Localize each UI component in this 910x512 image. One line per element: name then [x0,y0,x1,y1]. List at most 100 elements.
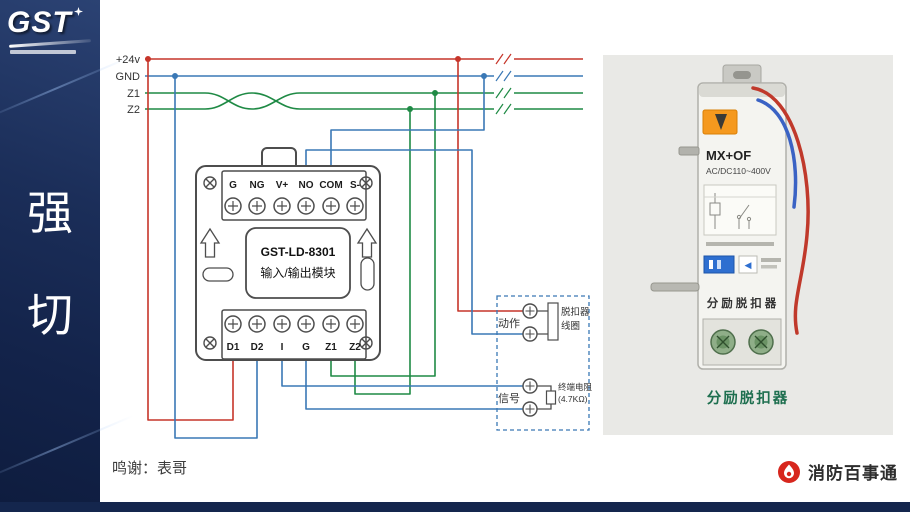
junction-dot [145,56,151,62]
shunt-trip-device: MX+OF AC/DC110~400V ◀ 分励脱扣器 [650,64,810,407]
junction-dot [481,73,487,79]
terminal-screw-icon [522,378,538,394]
screw-icon [203,176,217,190]
action-label: 动作 [498,317,520,330]
terminal-screw-icon [322,197,340,215]
wire-z2-to-module [354,109,411,395]
coil-label-2: 线圈 [561,320,580,332]
photo-caption: 分励脱扣器 [707,389,790,407]
left-banner: GST 强 切 [0,0,134,512]
terminal-label: Z1 [325,342,337,353]
coil-label-1: 脱扣器 [561,306,590,318]
device-body-text: 分励脱扣器 [707,296,780,310]
terminal-label: NG [250,180,265,191]
coil-symbol [547,302,559,341]
blue-wire [756,98,798,209]
up-arrow-icon [356,227,378,258]
resistor-label-2: (4.7KΩ) [558,394,588,404]
terminal-label: I [281,342,284,353]
terminal-label: G [229,180,237,191]
bus-break-z1 [495,87,512,99]
left-arrow-icon: ◀ [745,260,752,270]
wire-gnd-to-d2 [174,76,258,439]
wire-com-to-gnd [330,76,485,198]
bus-break-z2 [495,103,512,115]
bus-lines [145,53,583,115]
module-screws [203,176,373,350]
device-fineprint-line [706,242,774,246]
device-terminal-screws [710,329,774,355]
bus-label-gnd: GND [116,71,141,83]
terminal-screw-icon [273,197,291,215]
device-button-mark [717,260,721,269]
page-title: 强 切 [0,190,100,338]
terminal-label: S- [350,180,360,191]
bus-break-gnd [495,70,512,82]
terminal-label: COM [319,180,342,191]
terminal-label: D2 [251,342,264,353]
credit-text: 鸣谢：表哥 [112,460,188,477]
bus-break-24v [495,53,512,65]
terminal-screw-icon [297,197,315,215]
module-nameplate [245,227,351,299]
fire-brand-icon [778,460,800,483]
title-char-2: 切 [27,289,73,341]
gst-logo: GST [7,6,97,60]
io-module: G NG V+ NO COM S- GST-LD-8301 输入/输出模块 [195,147,381,361]
device-fineprint-line [761,265,777,269]
terminal-screw-icon [297,315,315,333]
terminal-screw-icon [522,303,538,319]
title-char-1: 强 [27,187,73,239]
product-photo-panel: MX+OF AC/DC110~400V ◀ 分励脱扣器 [603,55,893,435]
screw-icon [748,329,774,355]
logo-text: GST [7,6,72,39]
terminal-screw-icon [248,315,266,333]
bus-label-z1: Z1 [127,88,140,100]
signal-terminals [522,378,538,417]
terminal-label: Z2 [349,342,361,353]
terminal-label: G [302,342,310,353]
bottom-bar [0,502,910,512]
wire-g-to-signal [305,360,523,410]
wire-i-to-signal [281,360,523,387]
junction-dot [455,56,461,62]
screw-icon [710,329,736,355]
bottom-terminal-labels: D1 D2 I G Z1 Z2 [227,342,362,353]
device-model: MX+OF [706,148,751,163]
top-terminals [224,197,364,215]
bus-labels: +24v GND Z1 Z2 [116,54,141,116]
device-side-stud [678,146,700,156]
wire-24v-to-d1 [147,59,234,421]
device-schematic [703,184,777,236]
terminal-screw-icon [224,197,242,215]
up-arrow-icon [199,227,221,258]
bottom-terminal-block [221,309,367,360]
brand-logo: 消防百事通 [777,459,898,484]
resistor-label-1: 终端电阻 [558,382,593,392]
logo-spark-icon [74,7,83,16]
resistor-symbol [545,390,557,405]
device-rating: AC/DC110~400V [706,166,771,176]
red-wire [751,86,810,335]
terminal-label: NO [299,180,314,191]
external-connection-box: 动作 脱扣器 线圈 信号 终端电阻 (4.7KΩ) [496,295,593,431]
module-slot [202,267,234,282]
module-model: GST-LD-8301 [261,245,336,259]
junction-dot [172,73,178,79]
bus-label-24v: +24v [116,54,141,66]
screw-icon [203,336,217,350]
device-button-mark [709,260,713,269]
device-arrow-box [738,255,758,274]
terminal-screw-icon [248,197,266,215]
bus-label-z2: Z2 [127,104,140,116]
device-trip-rod [650,282,700,292]
coil-leads [537,310,548,335]
terminal-label: V+ [276,180,289,191]
resistor-leads [537,385,552,410]
junction-dot [407,106,413,112]
bus-z2-twist [204,92,301,110]
signal-label: 信号 [498,392,520,405]
terminal-screw-icon [224,315,242,333]
